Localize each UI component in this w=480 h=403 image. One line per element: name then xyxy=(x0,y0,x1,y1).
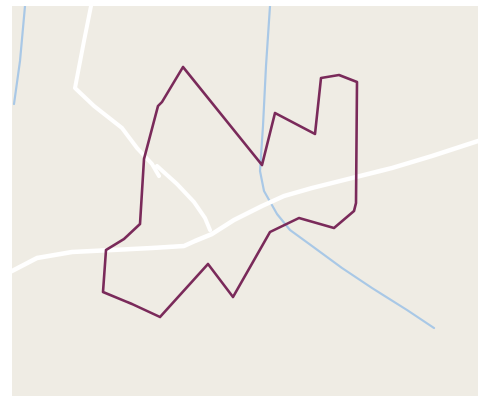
road-east-west xyxy=(12,138,478,274)
stream-left xyxy=(12,6,27,106)
road-branch xyxy=(155,164,212,232)
waterways-layer xyxy=(12,6,436,330)
roads-layer xyxy=(12,6,478,274)
map-canvas[interactable] xyxy=(12,6,478,396)
map-viewport[interactable] xyxy=(12,6,478,396)
land-background xyxy=(12,6,478,396)
road-north-south xyxy=(73,6,161,178)
area-boundary-polygon[interactable] xyxy=(101,65,359,319)
river-main xyxy=(258,6,436,330)
